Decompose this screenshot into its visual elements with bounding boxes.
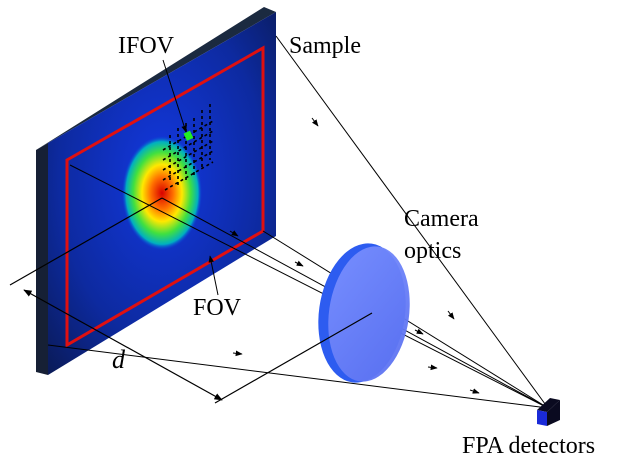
distance-arrow [23,289,223,401]
distance-label: d [112,345,126,374]
fpa-detectors-label: FPA detectors [462,433,595,459]
ifov-grid [162,104,214,191]
detector-face [537,410,547,426]
ray-sample-corner [275,35,549,409]
ray-arrows [229,117,480,394]
ifov-label: IFOV [118,33,175,59]
fpa-detector [537,398,560,426]
ifov-pixel [183,130,194,141]
lens-body [328,246,410,382]
distance-dimension [9,197,373,404]
sample-label: Sample [289,33,361,59]
camera-lens [318,243,410,383]
camera-optics-label-line1: Camera [404,206,479,232]
fov-label: FOV [193,295,242,321]
label-pointers [162,59,219,296]
sample-top [36,7,276,150]
thermal-hotspot [122,136,202,250]
sample-side [36,143,48,375]
camera-optics-label-line2: optics [404,238,461,264]
